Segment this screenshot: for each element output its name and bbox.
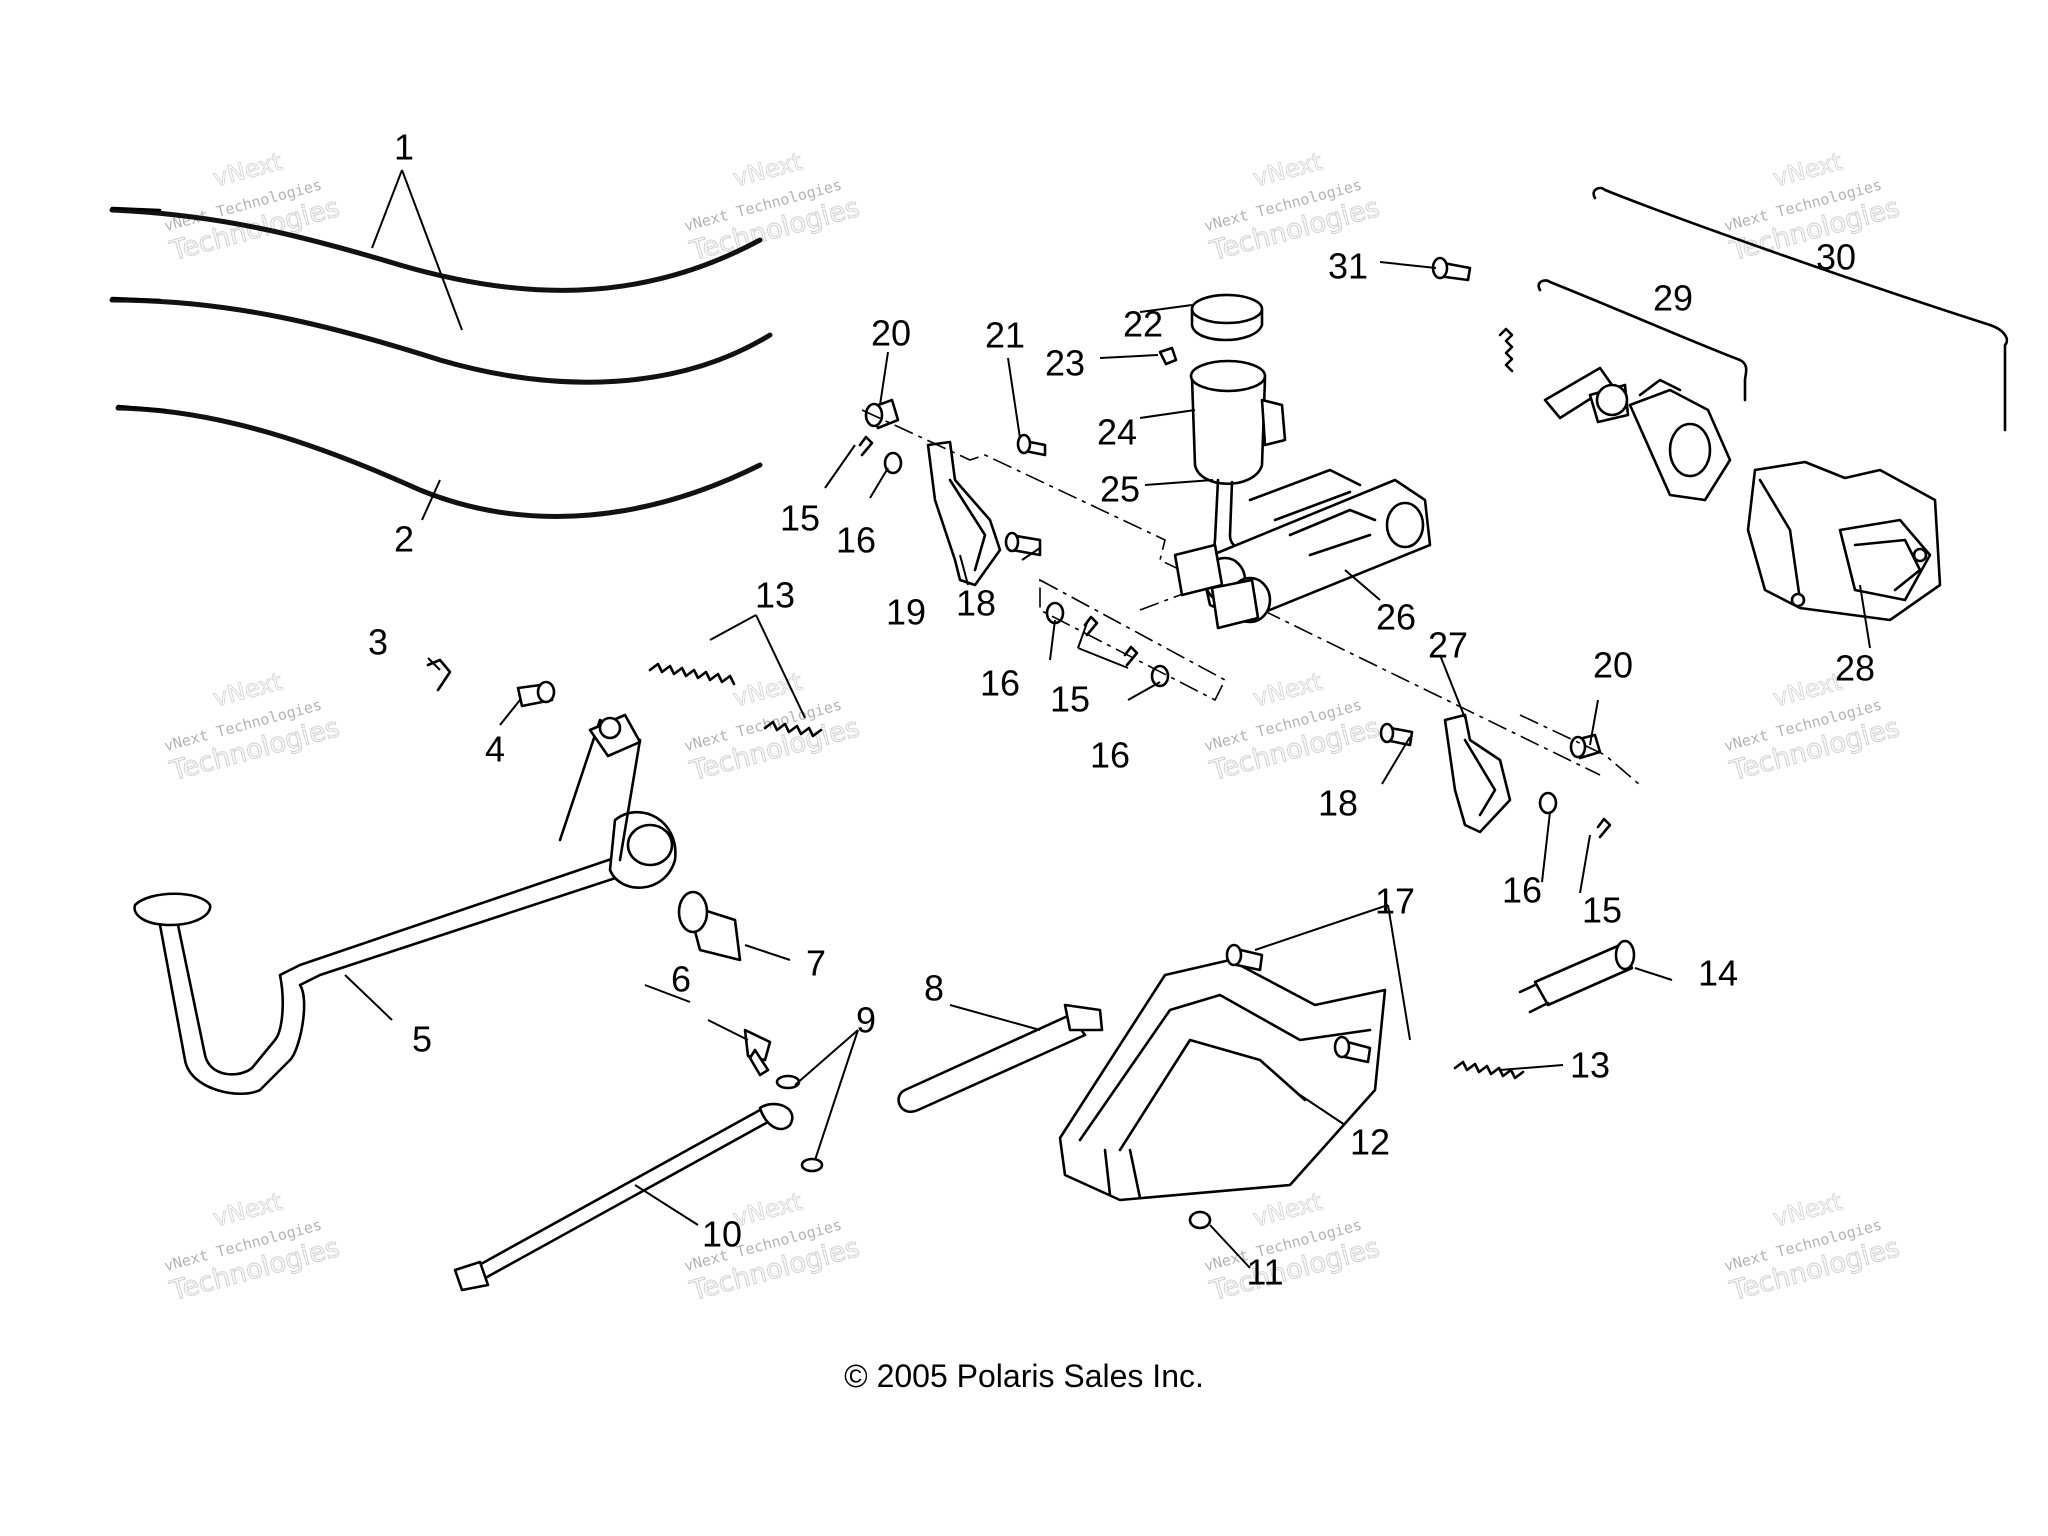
callout-label: 17 — [1375, 881, 1415, 922]
copyright-text: © 2005 Polaris Sales Inc. — [844, 1358, 1204, 1394]
callout-label: 31 — [1328, 246, 1368, 287]
watermark: vNext vNext Technologies Technologies — [162, 667, 343, 788]
nut-pair — [775, 1074, 824, 1173]
callout-label: 20 — [871, 313, 911, 354]
screw — [1016, 433, 1047, 457]
callout-label: 6 — [671, 959, 691, 1000]
callout-label: 18 — [1318, 783, 1358, 824]
callout-label: 5 — [412, 1019, 432, 1060]
return-spring — [648, 662, 1525, 1080]
callout-label: 13 — [1570, 1045, 1610, 1086]
watermark: vNext vNext Technologies Technologies — [1202, 667, 1383, 788]
callout-label: 16 — [836, 520, 876, 561]
callout-label: 20 — [1593, 645, 1633, 686]
caliper-lever-assembly — [1498, 327, 1732, 502]
svg-text:vNext: vNext — [1770, 147, 1845, 192]
callout-label: 2 — [394, 519, 414, 560]
callout-label: 23 — [1045, 343, 1085, 384]
clevis-pin — [516, 680, 556, 708]
caliper-bolt — [1431, 256, 1472, 282]
watermark: vNext vNext Technologies Technologies — [1722, 1187, 1903, 1308]
caliper-assembly — [1537, 186, 2009, 432]
callout-label: 16 — [1502, 870, 1542, 911]
washer — [883, 451, 1558, 815]
callout-label: 24 — [1097, 412, 1137, 453]
actuator-lever-left — [926, 440, 1002, 587]
svg-text:vNext: vNext — [210, 667, 285, 712]
callout-label: 21 — [985, 315, 1025, 356]
bolt-bracket — [1225, 943, 1372, 1064]
linkage-rod — [453, 1102, 794, 1292]
callout-label: 29 — [1653, 278, 1693, 319]
pedal-bracket — [1058, 958, 1387, 1202]
callout-label: 22 — [1123, 304, 1163, 345]
brake-rod — [897, 1003, 1104, 1113]
watermark-layer: vNext vNext Technologies Technologies vN… — [162, 147, 1903, 1308]
watermark: vNext vNext Technologies Technologies — [162, 1187, 343, 1308]
watermark: vNext vNext Technologies Technologies — [162, 147, 343, 268]
brake-pedal — [133, 713, 677, 1096]
callout-label: 1 — [394, 127, 414, 168]
callout-label: 15 — [1050, 679, 1090, 720]
callout-label: 26 — [1376, 597, 1416, 638]
svg-text:vNext: vNext — [1250, 667, 1325, 712]
callout-label: 18 — [956, 583, 996, 624]
svg-text:vNext: vNext — [210, 1187, 285, 1232]
watermark: vNext vNext Technologies Technologies — [1722, 147, 1903, 268]
callout-label: 11 — [1246, 1252, 1283, 1293]
callout-label: 13 — [755, 575, 795, 616]
actuator-lever-right — [1443, 713, 1512, 834]
svg-text:vNext: vNext — [730, 147, 805, 192]
pivot-pin — [1004, 531, 1414, 747]
brake-cable-upper — [109, 206, 773, 385]
callout-label: 9 — [856, 1000, 876, 1041]
callout-label: 14 — [1698, 953, 1738, 994]
master-cylinder — [1173, 468, 1432, 630]
callout-label: 4 — [485, 729, 505, 770]
callout-label: 30 — [1816, 237, 1856, 278]
callout-label: 7 — [806, 943, 826, 984]
watermark: vNext vNext Technologies Technologies — [1202, 1187, 1383, 1308]
reservoir-cap — [1190, 293, 1264, 342]
leader-lines — [344, 169, 1871, 1269]
bolt — [743, 1028, 772, 1077]
watermark: vNext vNext Technologies Technologies — [682, 147, 863, 268]
callout-label: 19 — [886, 592, 926, 633]
callout-label: 16 — [1090, 735, 1130, 776]
callout-label: 28 — [1835, 648, 1875, 689]
callout-label: 12 — [1350, 1122, 1390, 1163]
bushing — [677, 890, 742, 962]
svg-text:vNext: vNext — [1250, 1187, 1325, 1232]
svg-text:vNext: vNext — [730, 667, 805, 712]
svg-text:vNext: vNext — [210, 147, 285, 192]
brake-switch — [1518, 939, 1636, 1014]
svg-text:vNext: vNext — [1770, 1187, 1845, 1232]
brake-cable-lower — [115, 404, 763, 519]
reservoir — [1189, 359, 1287, 485]
callout-label: 3 — [368, 622, 388, 663]
callout-label: 15 — [780, 498, 820, 539]
svg-text:vNext: vNext — [1770, 667, 1845, 712]
callout-label: 15 — [1582, 890, 1622, 931]
clip — [1158, 346, 1178, 366]
lock-nut — [1188, 1210, 1212, 1230]
callout-label: 10 — [702, 1214, 742, 1255]
cotter-pin — [426, 658, 452, 692]
callout-labels: 1 2 3 4 5 6 7 8 9 10 11 12 13 13 14 15 1… — [368, 127, 1875, 1293]
svg-text:vNext: vNext — [1250, 147, 1325, 192]
callout-label: 27 — [1428, 625, 1468, 666]
callout-label: 25 — [1100, 469, 1140, 510]
brake-caliper — [1746, 460, 1942, 622]
watermark: vNext vNext Technologies Technologies — [682, 1187, 863, 1308]
callout-label: 8 — [924, 968, 944, 1009]
callout-label: 16 — [980, 663, 1020, 704]
